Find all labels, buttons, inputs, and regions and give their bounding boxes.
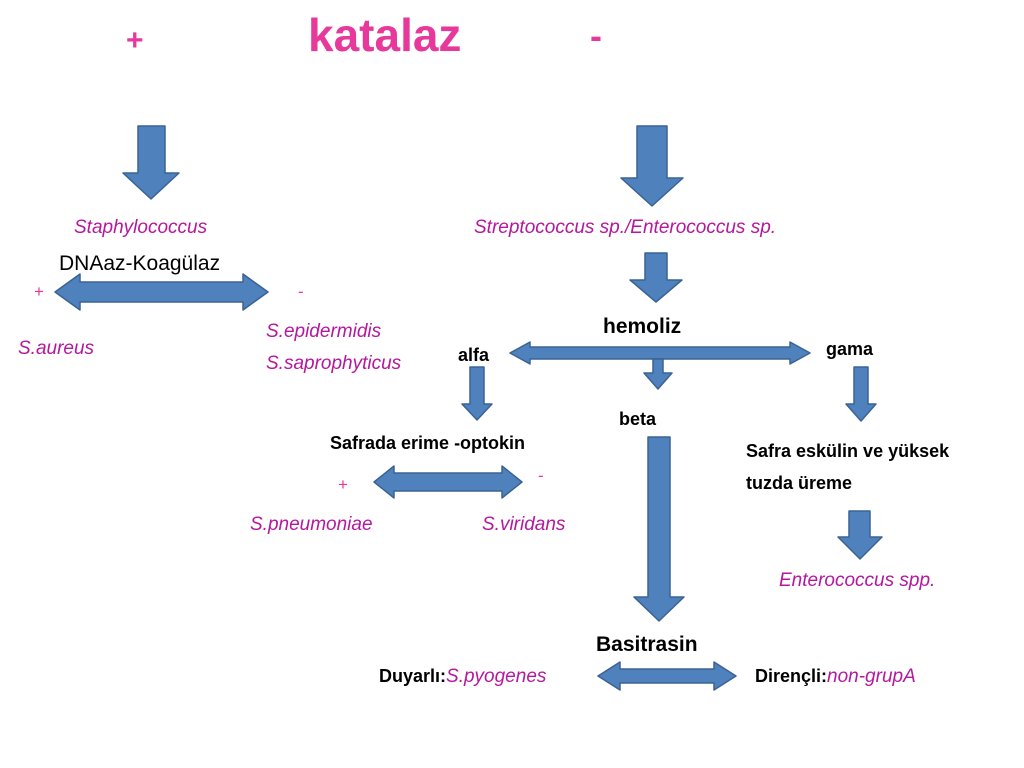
dnaaz-negative-sign: - (298, 282, 304, 301)
arrow-down-gama (845, 366, 877, 422)
arrow-down-catalase-negative (620, 125, 684, 207)
arrow-down-hemoliz (629, 252, 683, 303)
arrow-double-hemoliz (509, 341, 811, 365)
s-epidermidis-label: S.epidermidis (266, 321, 382, 342)
basitrasin-label: Basitrasin (596, 633, 698, 656)
s-aureus-label: S.aureus (18, 338, 95, 359)
optokin-positive-sign: + (338, 475, 348, 494)
page-title: katalaz (308, 9, 462, 61)
optokin-negative-sign: - (538, 466, 544, 485)
dnaaz-koagulaz-label: DNAaz-Koagülaz (59, 252, 221, 275)
hemoliz-label: hemoliz (603, 315, 682, 338)
enterococcus-spp-label: Enterococcus spp. (779, 570, 936, 591)
optokin-test-label: Safrada erime -optokin (330, 433, 526, 453)
beta-label: beta (619, 409, 657, 429)
alfa-label: alfa (458, 345, 490, 365)
duyarli-label: Duyarlı: (379, 666, 447, 686)
arrow-double-basitrasin (597, 661, 737, 691)
arrow-down-beta-small (643, 358, 673, 390)
arrow-double-dnaaz (54, 273, 269, 311)
gama-label: gama (826, 339, 874, 359)
arrow-double-optokin (373, 465, 523, 499)
catalase-negative-sign: - (590, 15, 602, 56)
arrow-down-enterococcus (837, 510, 883, 560)
duyarli-row: Duyarlı:S.pyogenes (379, 667, 546, 686)
dnaaz-positive-sign: + (34, 282, 44, 301)
direncli-row: Dirençli:non-grupA (755, 667, 916, 686)
s-pneumoniae-label: S.pneumoniae (250, 514, 373, 535)
arrow-down-alfa (461, 366, 493, 421)
safra-eskulin-label-line2: tuzda üreme (746, 473, 853, 493)
safra-eskulin-label-line1: Safra eskülin ve yüksek (746, 441, 950, 461)
streptococcus-enterococcus-label: Streptococcus sp./Enterococcus sp. (474, 217, 777, 238)
arrow-down-catalase-positive (122, 125, 180, 200)
s-viridans-label: S.viridans (482, 514, 566, 535)
s-pyogenes-label: S.pyogenes (446, 666, 547, 687)
s-saprophyticus-label: S.saprophyticus (266, 353, 402, 374)
arrow-down-beta-long (633, 436, 685, 622)
non-grupa-label: non-grupA (827, 666, 916, 687)
catalase-positive-sign: + (126, 24, 144, 57)
staphylococcus-label: Staphylococcus (74, 217, 208, 238)
direncli-label: Dirençli: (755, 666, 828, 686)
